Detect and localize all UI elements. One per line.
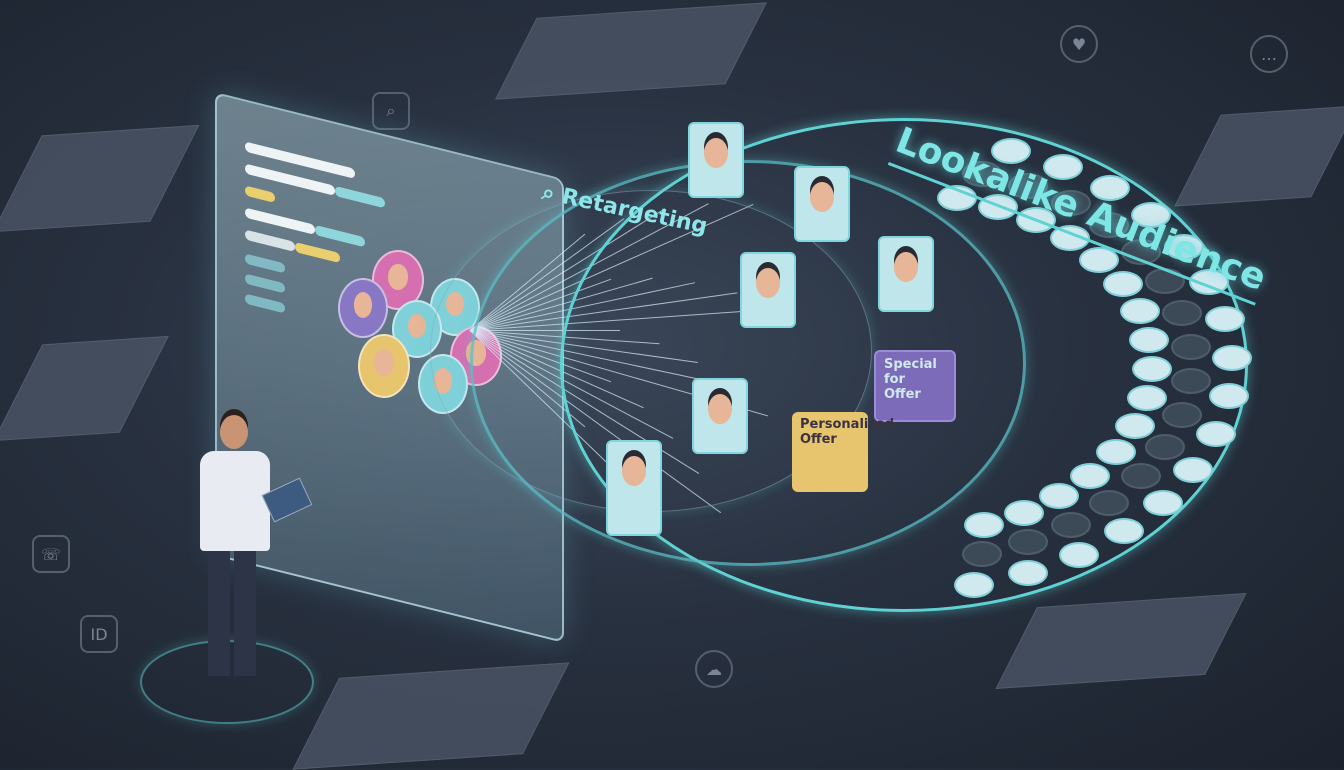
retargeted-user-card bbox=[688, 122, 744, 198]
chat-icon: … bbox=[1250, 35, 1288, 73]
phone-icon: ☏ bbox=[32, 535, 70, 573]
panel-bar bbox=[335, 185, 385, 209]
lookalike-avatar bbox=[964, 511, 1005, 538]
audience-avatar bbox=[338, 278, 388, 338]
panel-bar bbox=[245, 273, 285, 294]
lookalike-avatar bbox=[1130, 202, 1171, 229]
personalized-offer-card: Personalized Offer bbox=[792, 412, 895, 492]
lookalike-avatar bbox=[1205, 305, 1246, 332]
retargeted-user-card bbox=[692, 378, 748, 454]
lookalike-avatar bbox=[1120, 238, 1161, 265]
lookalike-avatar bbox=[1120, 463, 1161, 490]
lookalike-avatar bbox=[1145, 433, 1186, 460]
lookalike-avatar bbox=[1114, 413, 1155, 439]
panel-bar bbox=[245, 253, 285, 274]
lookalike-avatar bbox=[977, 193, 1018, 220]
lookalike-avatar bbox=[1102, 271, 1143, 298]
office-desk bbox=[292, 662, 570, 770]
office-desk bbox=[0, 124, 200, 233]
search-icon: ⌕ bbox=[372, 92, 410, 130]
lookalike-avatar bbox=[1119, 298, 1160, 325]
lookalike-avatar bbox=[1089, 212, 1130, 239]
retargeted-user-card bbox=[740, 252, 796, 328]
special-offer-card: Special for Offer bbox=[874, 350, 956, 422]
panel-bar bbox=[245, 185, 275, 203]
lookalike-avatar bbox=[1089, 175, 1130, 202]
lookalike-avatar bbox=[1211, 344, 1252, 371]
panel-bar bbox=[315, 224, 365, 248]
cloud-icon: ☁ bbox=[695, 650, 733, 688]
lookalike-avatar bbox=[1131, 355, 1172, 382]
lookalike-avatar bbox=[1195, 421, 1236, 448]
retargeted-user-card bbox=[606, 440, 662, 536]
lookalike-avatar bbox=[1008, 559, 1049, 586]
lookalike-avatar bbox=[1170, 333, 1211, 360]
lookalike-avatar bbox=[1164, 233, 1205, 260]
lookalike-avatar bbox=[1079, 246, 1120, 273]
lookalike-avatar bbox=[1039, 483, 1080, 510]
lookalike-avatar bbox=[1145, 268, 1186, 295]
lookalike-avatar bbox=[1162, 401, 1203, 428]
lookalike-avatar bbox=[1162, 300, 1203, 327]
lookalike-avatar bbox=[1126, 384, 1167, 411]
retargeted-user-card bbox=[878, 236, 934, 312]
presenter-person bbox=[200, 415, 313, 690]
offer-line1: Personalized bbox=[800, 417, 895, 432]
offer-line2: Offer bbox=[884, 386, 921, 402]
lookalike-avatar bbox=[1042, 153, 1083, 180]
panel-bar bbox=[245, 293, 285, 314]
lookalike-avatar bbox=[961, 160, 1002, 187]
lookalike-avatar bbox=[1173, 457, 1214, 484]
office-desk bbox=[0, 335, 169, 442]
lookalike-avatar bbox=[936, 185, 977, 212]
heart-icon: ♥ bbox=[1060, 25, 1098, 63]
lookalike-avatar bbox=[1058, 541, 1099, 568]
offer-line1: Special for bbox=[884, 357, 937, 387]
id-icon: ID bbox=[80, 615, 118, 653]
lookalike-avatar bbox=[1208, 383, 1249, 410]
lookalike-avatar bbox=[1008, 529, 1049, 556]
lookalike-avatar bbox=[1103, 518, 1144, 545]
offer-line2: Offer bbox=[800, 431, 837, 447]
lookalike-avatar bbox=[961, 541, 1002, 568]
lookalike-avatar bbox=[1015, 207, 1056, 234]
lookalike-avatar bbox=[1050, 225, 1091, 252]
lookalike-avatar bbox=[990, 137, 1031, 164]
office-desk bbox=[1174, 105, 1344, 207]
lookalike-avatar bbox=[1129, 326, 1170, 353]
panel-bar bbox=[295, 241, 340, 264]
lookalike-avatar bbox=[1142, 489, 1183, 516]
lookalike-avatar bbox=[1051, 190, 1092, 217]
lookalike-avatar bbox=[1003, 499, 1044, 526]
panel-bar bbox=[245, 229, 295, 252]
lookalike-avatar bbox=[1089, 489, 1130, 516]
lookalike-avatar bbox=[1170, 368, 1211, 395]
office-desk bbox=[995, 593, 1247, 689]
lookalike-avatar bbox=[1189, 268, 1230, 295]
retargeted-user-card bbox=[794, 166, 850, 242]
audience-avatar bbox=[358, 334, 410, 398]
lookalike-avatar bbox=[1051, 511, 1092, 538]
panel-bar bbox=[245, 207, 315, 235]
lookalike-avatar bbox=[1095, 439, 1136, 466]
lookalike-avatar bbox=[954, 571, 995, 598]
office-desk bbox=[495, 2, 767, 100]
lookalike-avatar bbox=[1070, 462, 1111, 489]
lookalike-avatar bbox=[1008, 172, 1049, 199]
